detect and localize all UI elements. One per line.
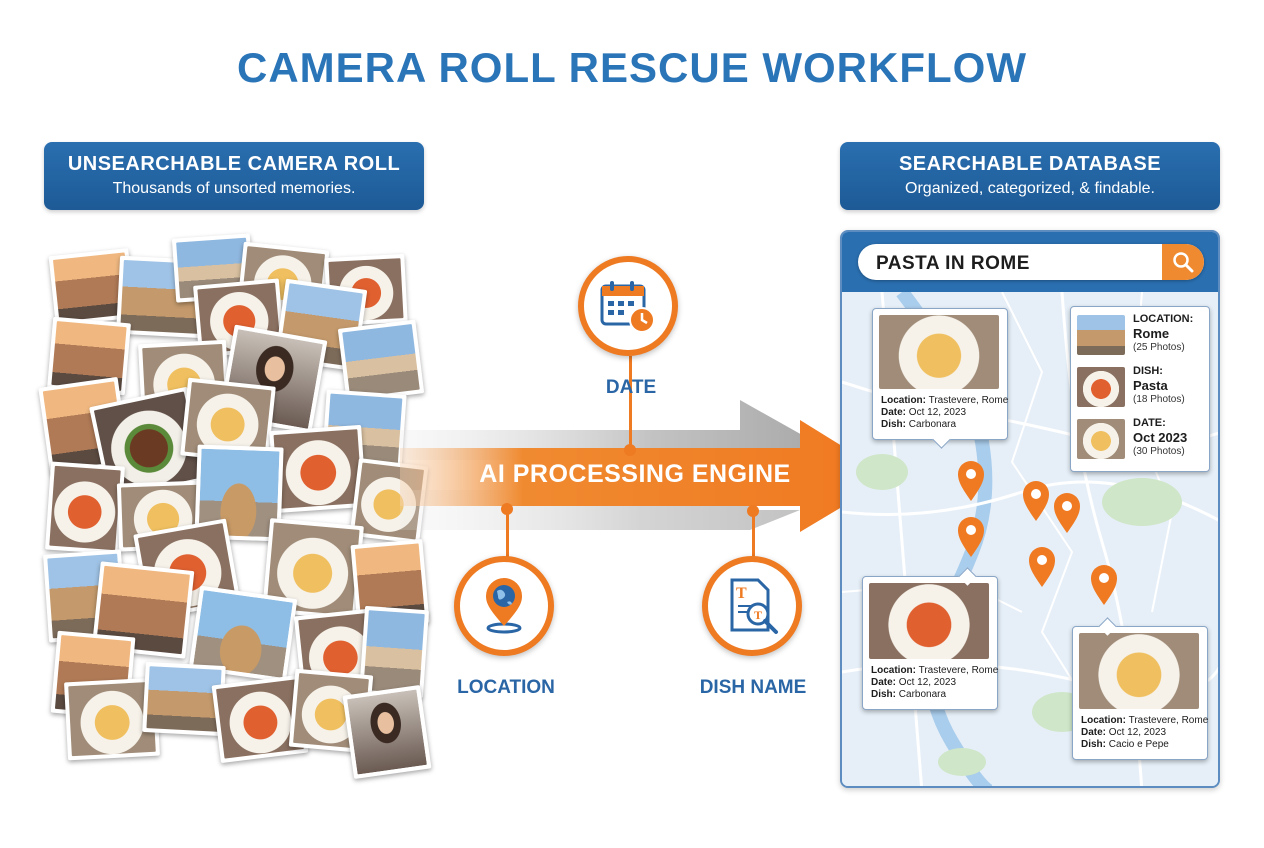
photo-thumbnail bbox=[342, 684, 432, 780]
dish-value: Cacio e Pepe bbox=[1108, 739, 1169, 750]
right-panel-heading: SEARCHABLE DATABASE bbox=[898, 153, 1162, 175]
dish-key: Dish: bbox=[871, 689, 896, 700]
map-pin-icon[interactable] bbox=[1028, 546, 1056, 588]
date-value: Oct 12, 2023 bbox=[1108, 727, 1167, 738]
map-pin-icon[interactable] bbox=[1090, 564, 1118, 606]
filter-count: (30 Photos) bbox=[1133, 446, 1185, 457]
filter-value: Oct 2023 bbox=[1133, 430, 1188, 445]
location-key: Location: bbox=[881, 395, 926, 406]
date-key: Date: bbox=[881, 407, 907, 418]
dish-connector bbox=[752, 512, 755, 558]
dish-value: Carbonara bbox=[908, 419, 957, 430]
dish-key: Dish: bbox=[881, 419, 906, 430]
search-icon bbox=[1173, 252, 1194, 273]
ai-engine-label: AI PROCESSING ENGINE bbox=[479, 460, 791, 488]
location-icon-badge bbox=[454, 556, 554, 656]
result-dish: Dish: Carbonara bbox=[871, 689, 997, 701]
search-bar[interactable]: PASTA IN ROME bbox=[858, 244, 1204, 280]
map-pin-icon[interactable] bbox=[1022, 480, 1050, 522]
dish-connector-dot bbox=[747, 505, 759, 517]
unsearchable-roll-header: UNSEARCHABLE CAMERA ROLL Thousands of un… bbox=[44, 142, 424, 210]
result-location: Location: Trastevere, Rome bbox=[881, 395, 1009, 407]
calendar-clock-icon bbox=[600, 281, 655, 333]
result-dish: Dish: Carbonara bbox=[881, 419, 1007, 431]
filter-key: DATE: bbox=[1133, 417, 1166, 429]
location-value: Trastevere, Rome bbox=[928, 395, 1009, 406]
left-panel-subheading: Thousands of unsorted memories. bbox=[112, 180, 356, 197]
filter-dish[interactable]: DISH: Pasta (18 Photos) bbox=[1077, 363, 1207, 411]
page-title: CAMERA ROLL RESCUE WORKFLOW bbox=[237, 44, 1027, 91]
filter-key: LOCATION: bbox=[1133, 313, 1194, 325]
location-value: Trastevere, Rome bbox=[918, 665, 999, 676]
result-photo bbox=[879, 315, 999, 389]
result-photo bbox=[1079, 633, 1199, 709]
date-connector bbox=[629, 356, 632, 450]
result-date: Date: Oct 12, 2023 bbox=[871, 677, 997, 689]
photo-thumbnail bbox=[45, 461, 125, 555]
orange-arrow bbox=[400, 420, 892, 532]
dish-value: Carbonara bbox=[898, 689, 947, 700]
dish-name-label: DISH NAME bbox=[699, 677, 807, 698]
date-label: DATE bbox=[605, 377, 657, 398]
map-pin-icon[interactable] bbox=[957, 516, 985, 558]
photo-collage bbox=[36, 232, 432, 792]
date-key: Date: bbox=[1081, 727, 1107, 738]
map-pin-icon[interactable] bbox=[957, 460, 985, 502]
result-card[interactable]: Location: Trastevere, Rome Date: Oct 12,… bbox=[862, 567, 999, 710]
photo-thumbnail bbox=[269, 424, 367, 514]
filter-value: Pasta bbox=[1133, 378, 1168, 393]
location-connector bbox=[506, 510, 509, 558]
result-card[interactable]: Location: Trastevere, Rome Date: Oct 12,… bbox=[872, 308, 1009, 449]
filter-date[interactable]: DATE: Oct 2023 (30 Photos) bbox=[1077, 415, 1207, 463]
result-dish: Dish: Cacio e Pepe bbox=[1081, 739, 1207, 751]
date-value: Oct 12, 2023 bbox=[908, 407, 967, 418]
location-key: Location: bbox=[1081, 715, 1126, 726]
filter-thumbnail bbox=[1077, 419, 1125, 459]
date-value: Oct 12, 2023 bbox=[898, 677, 957, 688]
filter-thumbnail bbox=[1077, 367, 1125, 407]
location-label: LOCATION bbox=[457, 677, 555, 698]
filter-thumbnail bbox=[1077, 315, 1125, 355]
filter-count: (18 Photos) bbox=[1133, 394, 1185, 405]
dish-key: Dish: bbox=[1081, 739, 1106, 750]
filter-key: DISH: bbox=[1133, 365, 1163, 377]
filter-value: Rome bbox=[1133, 326, 1170, 341]
result-photo bbox=[869, 583, 989, 659]
location-connector-dot bbox=[501, 503, 513, 515]
processing-arrow bbox=[400, 400, 892, 532]
map-pin-icon[interactable] bbox=[1053, 492, 1081, 534]
dish-icon-badge: T T bbox=[702, 556, 802, 656]
document-search-icon: T T bbox=[730, 578, 778, 634]
search-input[interactable]: PASTA IN ROME bbox=[876, 253, 1030, 274]
filter-summary-panel: LOCATION: Rome (25 Photos) DISH: Pasta (… bbox=[1070, 306, 1210, 472]
date-icon-badge bbox=[578, 256, 678, 356]
date-key: Date: bbox=[871, 677, 897, 688]
date-connector-dot bbox=[624, 444, 636, 456]
filter-location[interactable]: LOCATION: Rome (25 Photos) bbox=[1077, 311, 1207, 359]
result-date: Date: Oct 12, 2023 bbox=[1081, 727, 1207, 739]
location-value: Trastevere, Rome bbox=[1128, 715, 1209, 726]
svg-text:T: T bbox=[736, 585, 747, 602]
gray-arrow-top bbox=[400, 400, 820, 490]
globe-pin-icon bbox=[486, 578, 522, 634]
left-panel-heading: UNSEARCHABLE CAMERA ROLL bbox=[67, 153, 401, 175]
search-button[interactable] bbox=[1162, 244, 1204, 280]
result-location: Location: Trastevere, Rome bbox=[1081, 715, 1209, 727]
result-date: Date: Oct 12, 2023 bbox=[881, 407, 1007, 419]
result-card[interactable]: Location: Trastevere, Rome Date: Oct 12,… bbox=[1072, 617, 1209, 760]
result-location: Location: Trastevere, Rome bbox=[871, 665, 999, 677]
location-key: Location: bbox=[871, 665, 916, 676]
svg-text:T: T bbox=[754, 608, 762, 622]
filter-count: (25 Photos) bbox=[1133, 342, 1185, 353]
searchable-database-header: SEARCHABLE DATABASE Organized, categoriz… bbox=[840, 142, 1220, 210]
right-panel-subheading: Organized, categorized, & findable. bbox=[905, 180, 1155, 197]
